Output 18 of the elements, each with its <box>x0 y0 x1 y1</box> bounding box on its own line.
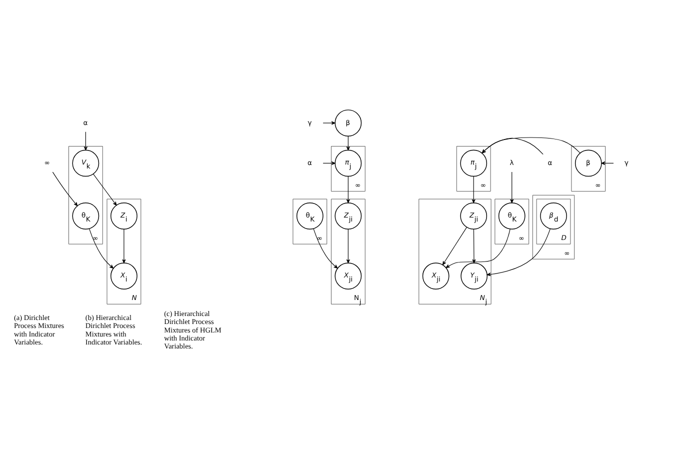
arrow <box>472 176 476 204</box>
arrow <box>346 136 350 150</box>
arrow <box>482 137 580 154</box>
arrow <box>88 228 114 268</box>
arrow <box>313 228 338 268</box>
arrow <box>322 121 336 125</box>
arrow <box>52 172 78 206</box>
arrow <box>442 226 468 266</box>
arrow <box>346 176 350 204</box>
arrow <box>510 172 514 204</box>
arrow <box>346 228 350 264</box>
arrow <box>446 228 510 268</box>
arrow <box>472 228 476 264</box>
arrow <box>84 132 88 150</box>
arrow <box>122 228 126 264</box>
arrow <box>92 174 117 206</box>
arrow <box>482 138 544 155</box>
arrow <box>486 228 551 276</box>
